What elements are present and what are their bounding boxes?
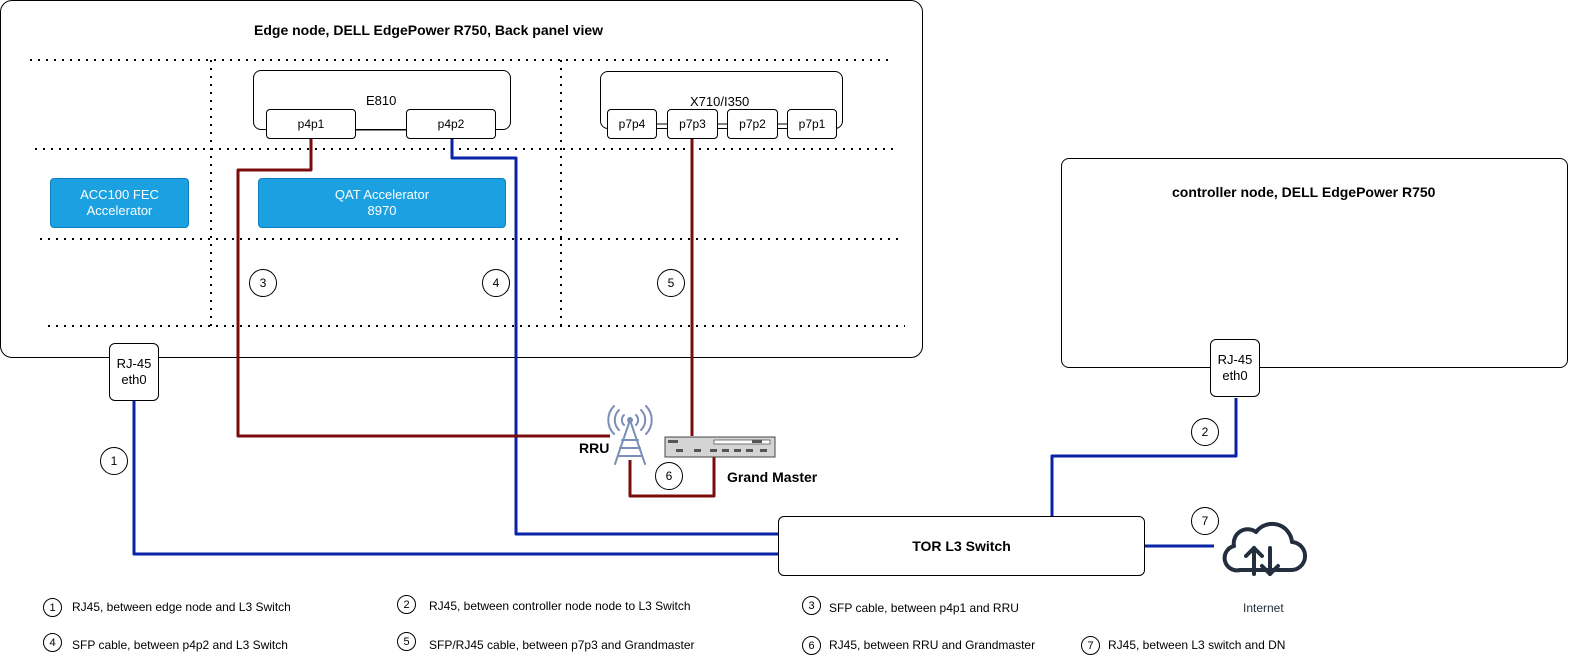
legend-num-2: 2 [397,595,416,614]
nic-e810-label: E810 [366,93,397,108]
legend-num-7: 7 [1081,636,1100,655]
internet-label: Internet [1243,601,1284,615]
controller-eth0-port[interactable]: RJ-45 eth0 [1210,339,1260,397]
legend-num-4: 4 [43,633,62,652]
controller-eth0-line1: RJ-45 [1217,352,1253,367]
tor-switch-label: TOR L3 Switch [912,538,1011,554]
controller-eth0-line2: eth0 [1222,368,1248,383]
legend-text-5: SFP/RJ45 cable, between p7p3 and Grandma… [429,638,695,652]
marker-7: 7 [1191,507,1219,535]
grand-master-device[interactable] [664,436,776,458]
legend-text-3: SFP cable, between p4p1 and RRU [829,601,1019,615]
cable-1 [132,400,779,556]
legend-text-7: RJ45, between L3 switch and DN [1108,638,1286,652]
cable-4 [450,139,779,536]
legend-text-1: RJ45, between edge node and L3 Switch [72,600,291,614]
controller-node-title: controller node, DELL EdgePower R750 [1172,184,1436,200]
nic-x710-label: X710/I350 [690,94,750,109]
legend-text-4: SFP cable, between p4p2 and L3 Switch [72,638,288,652]
qat-card: QAT Accelerator 8970 [258,178,506,228]
legend-text-6: RJ45, between RRU and Grandmaster [829,638,1036,652]
legend-num-6: 6 [802,636,821,655]
rru-label: RRU [579,440,610,456]
port-p4p2[interactable]: p4p2 [406,109,496,139]
marker-4: 4 [482,269,510,297]
qat-line2: 8970 [367,203,397,218]
controller-node [1061,158,1568,368]
edge-eth0-line2: eth0 [121,372,147,387]
port-p4p1[interactable]: p4p1 [266,109,356,139]
cable-2 [1050,398,1238,516]
port-p7p4[interactable]: p7p4 [607,109,657,139]
acc100-line2: Accelerator [86,203,153,218]
cable-6 [628,456,716,498]
marker-1: 1 [100,447,128,475]
marker-6: 6 [655,462,683,490]
port-p7p3[interactable]: p7p3 [667,109,718,139]
edge-eth0-line1: RJ-45 [116,356,152,371]
marker-2: 2 [1191,418,1219,446]
acc100-card: ACC100 FEC Accelerator [50,178,189,228]
legend-num-3: 3 [802,596,821,615]
cable-3 [236,139,610,438]
edge-eth0-port[interactable]: RJ-45 eth0 [109,343,159,401]
grand-master-label: Grand Master [727,469,818,485]
marker-3: 3 [249,269,277,297]
tor-switch[interactable]: TOR L3 Switch [778,516,1145,576]
edge-node-title: Edge node, DELL EdgePower R750, Back pan… [254,22,604,38]
rru-tower-icon [607,405,653,465]
legend-num-5: 5 [397,632,416,651]
acc100-line1: ACC100 FEC [80,187,159,202]
port-p7p1[interactable]: p7p1 [787,109,837,139]
marker-5: 5 [657,269,685,297]
port-p7p2[interactable]: p7p2 [727,109,778,139]
legend-num-1: 1 [43,598,62,617]
qat-line1: QAT Accelerator [334,187,430,202]
legend-text-2: RJ45, between controller node node to L3… [429,599,691,613]
cloud-upload-download-icon [1222,521,1308,576]
